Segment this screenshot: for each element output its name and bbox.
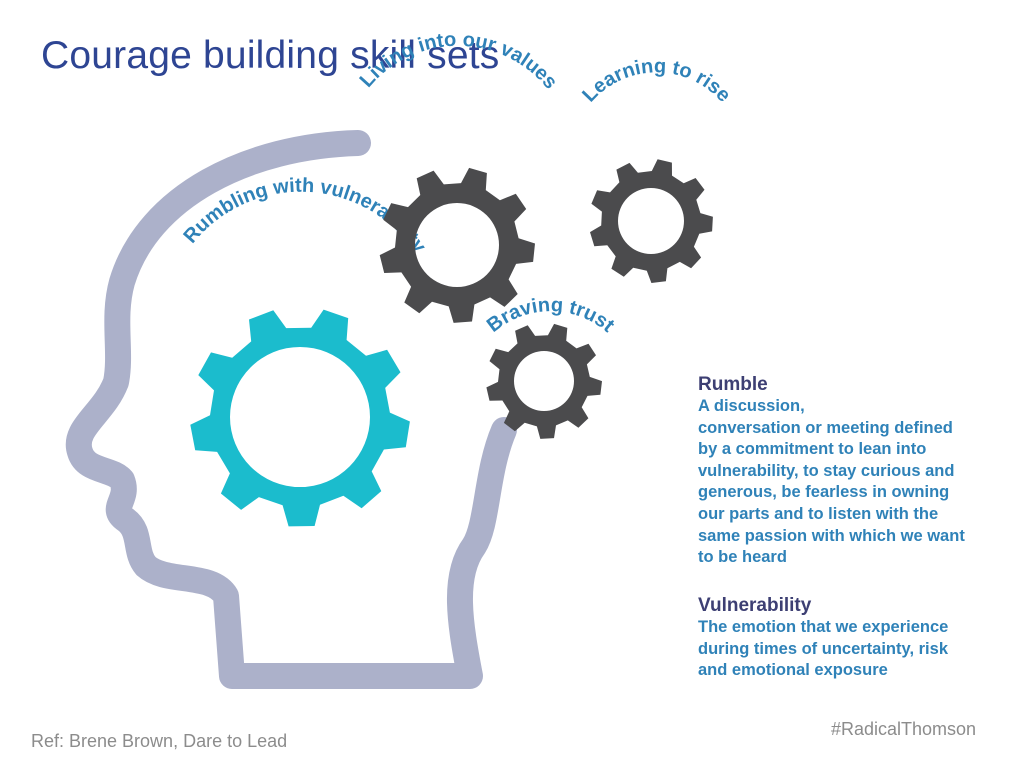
gear-icon <box>486 323 602 439</box>
reference-note: Ref: Brene Brown, Dare to Lead <box>31 731 288 751</box>
gear-learning-to-rise: Learning to rise <box>578 55 735 283</box>
gear-rumbling-with-vulnerability: Rumbling with vulnerability <box>179 175 431 527</box>
gear-icon <box>190 309 410 527</box>
definition-term: Rumble <box>698 374 768 395</box>
gear-icon <box>590 159 713 283</box>
gear-living-into-our-values: Living into our values <box>356 29 562 323</box>
gear-label-living: Living into our values <box>356 29 562 94</box>
head-silhouette <box>65 130 517 689</box>
slide-title: Courage building skill sets <box>41 34 500 77</box>
definition-vulnerability: Vulnerability The emotion that we experi… <box>698 595 1018 682</box>
definition-term: Vulnerability <box>698 595 812 616</box>
hashtag: #RadicalThomson <box>831 719 977 739</box>
definition-text: A discussion, conversation or meeting de… <box>698 397 965 567</box>
gear-label-learning: Learning to rise <box>578 55 735 106</box>
definition-text: The emotion that we experience during ti… <box>698 618 949 680</box>
definition-rumble: Rumble A discussion, conversation or mee… <box>698 374 1018 569</box>
gear-icon <box>379 167 535 323</box>
